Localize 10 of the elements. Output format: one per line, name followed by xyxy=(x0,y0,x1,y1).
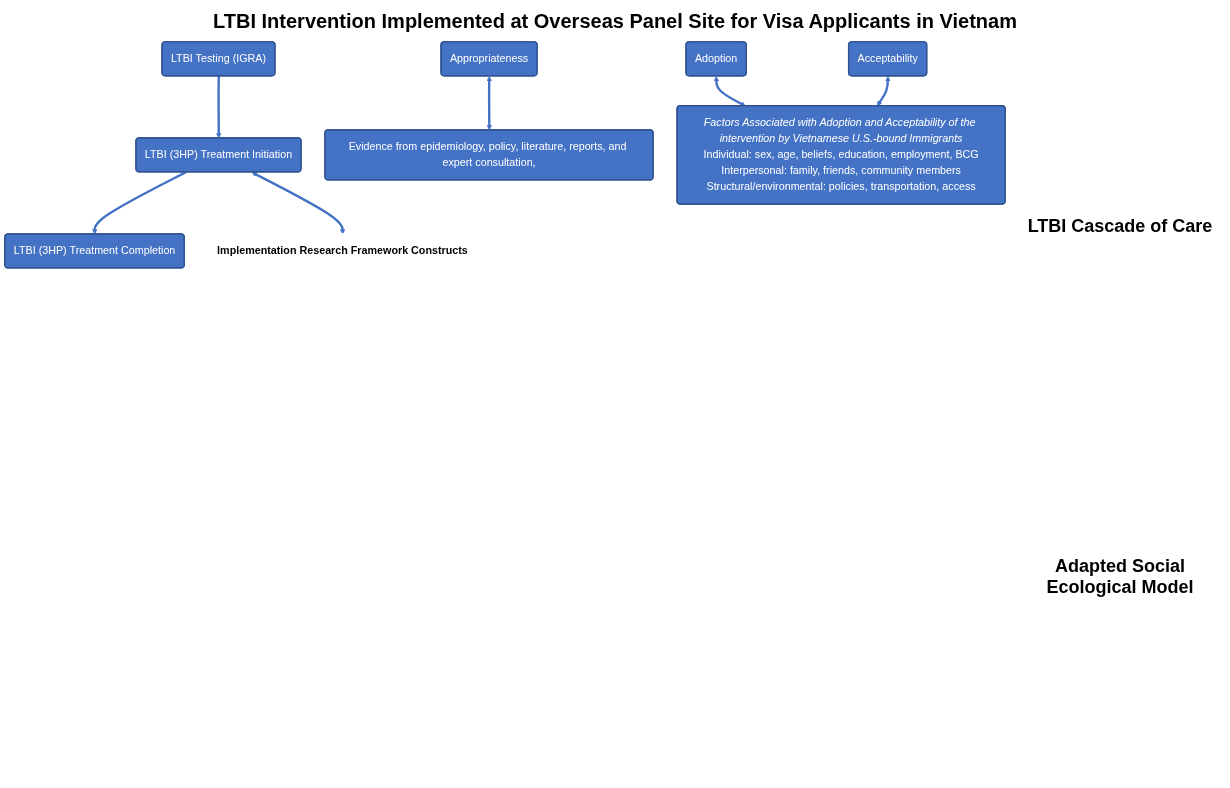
arrow xyxy=(92,171,187,235)
arrow xyxy=(216,76,222,139)
arrow xyxy=(713,76,746,107)
side-label: LTBI Cascade of Care xyxy=(1026,216,1214,238)
diagram-title: LTBI Intervention Implemented at Overseas Panel Site for Visa Applicants in Vietnam xyxy=(212,9,1018,34)
node-text: Implementation Research Framework Constructs xyxy=(217,244,468,257)
side-label: Adapted Social Ecological Model xyxy=(1045,555,1195,598)
arrow xyxy=(876,76,891,107)
arrow xyxy=(251,172,346,235)
arrow xyxy=(486,76,492,131)
